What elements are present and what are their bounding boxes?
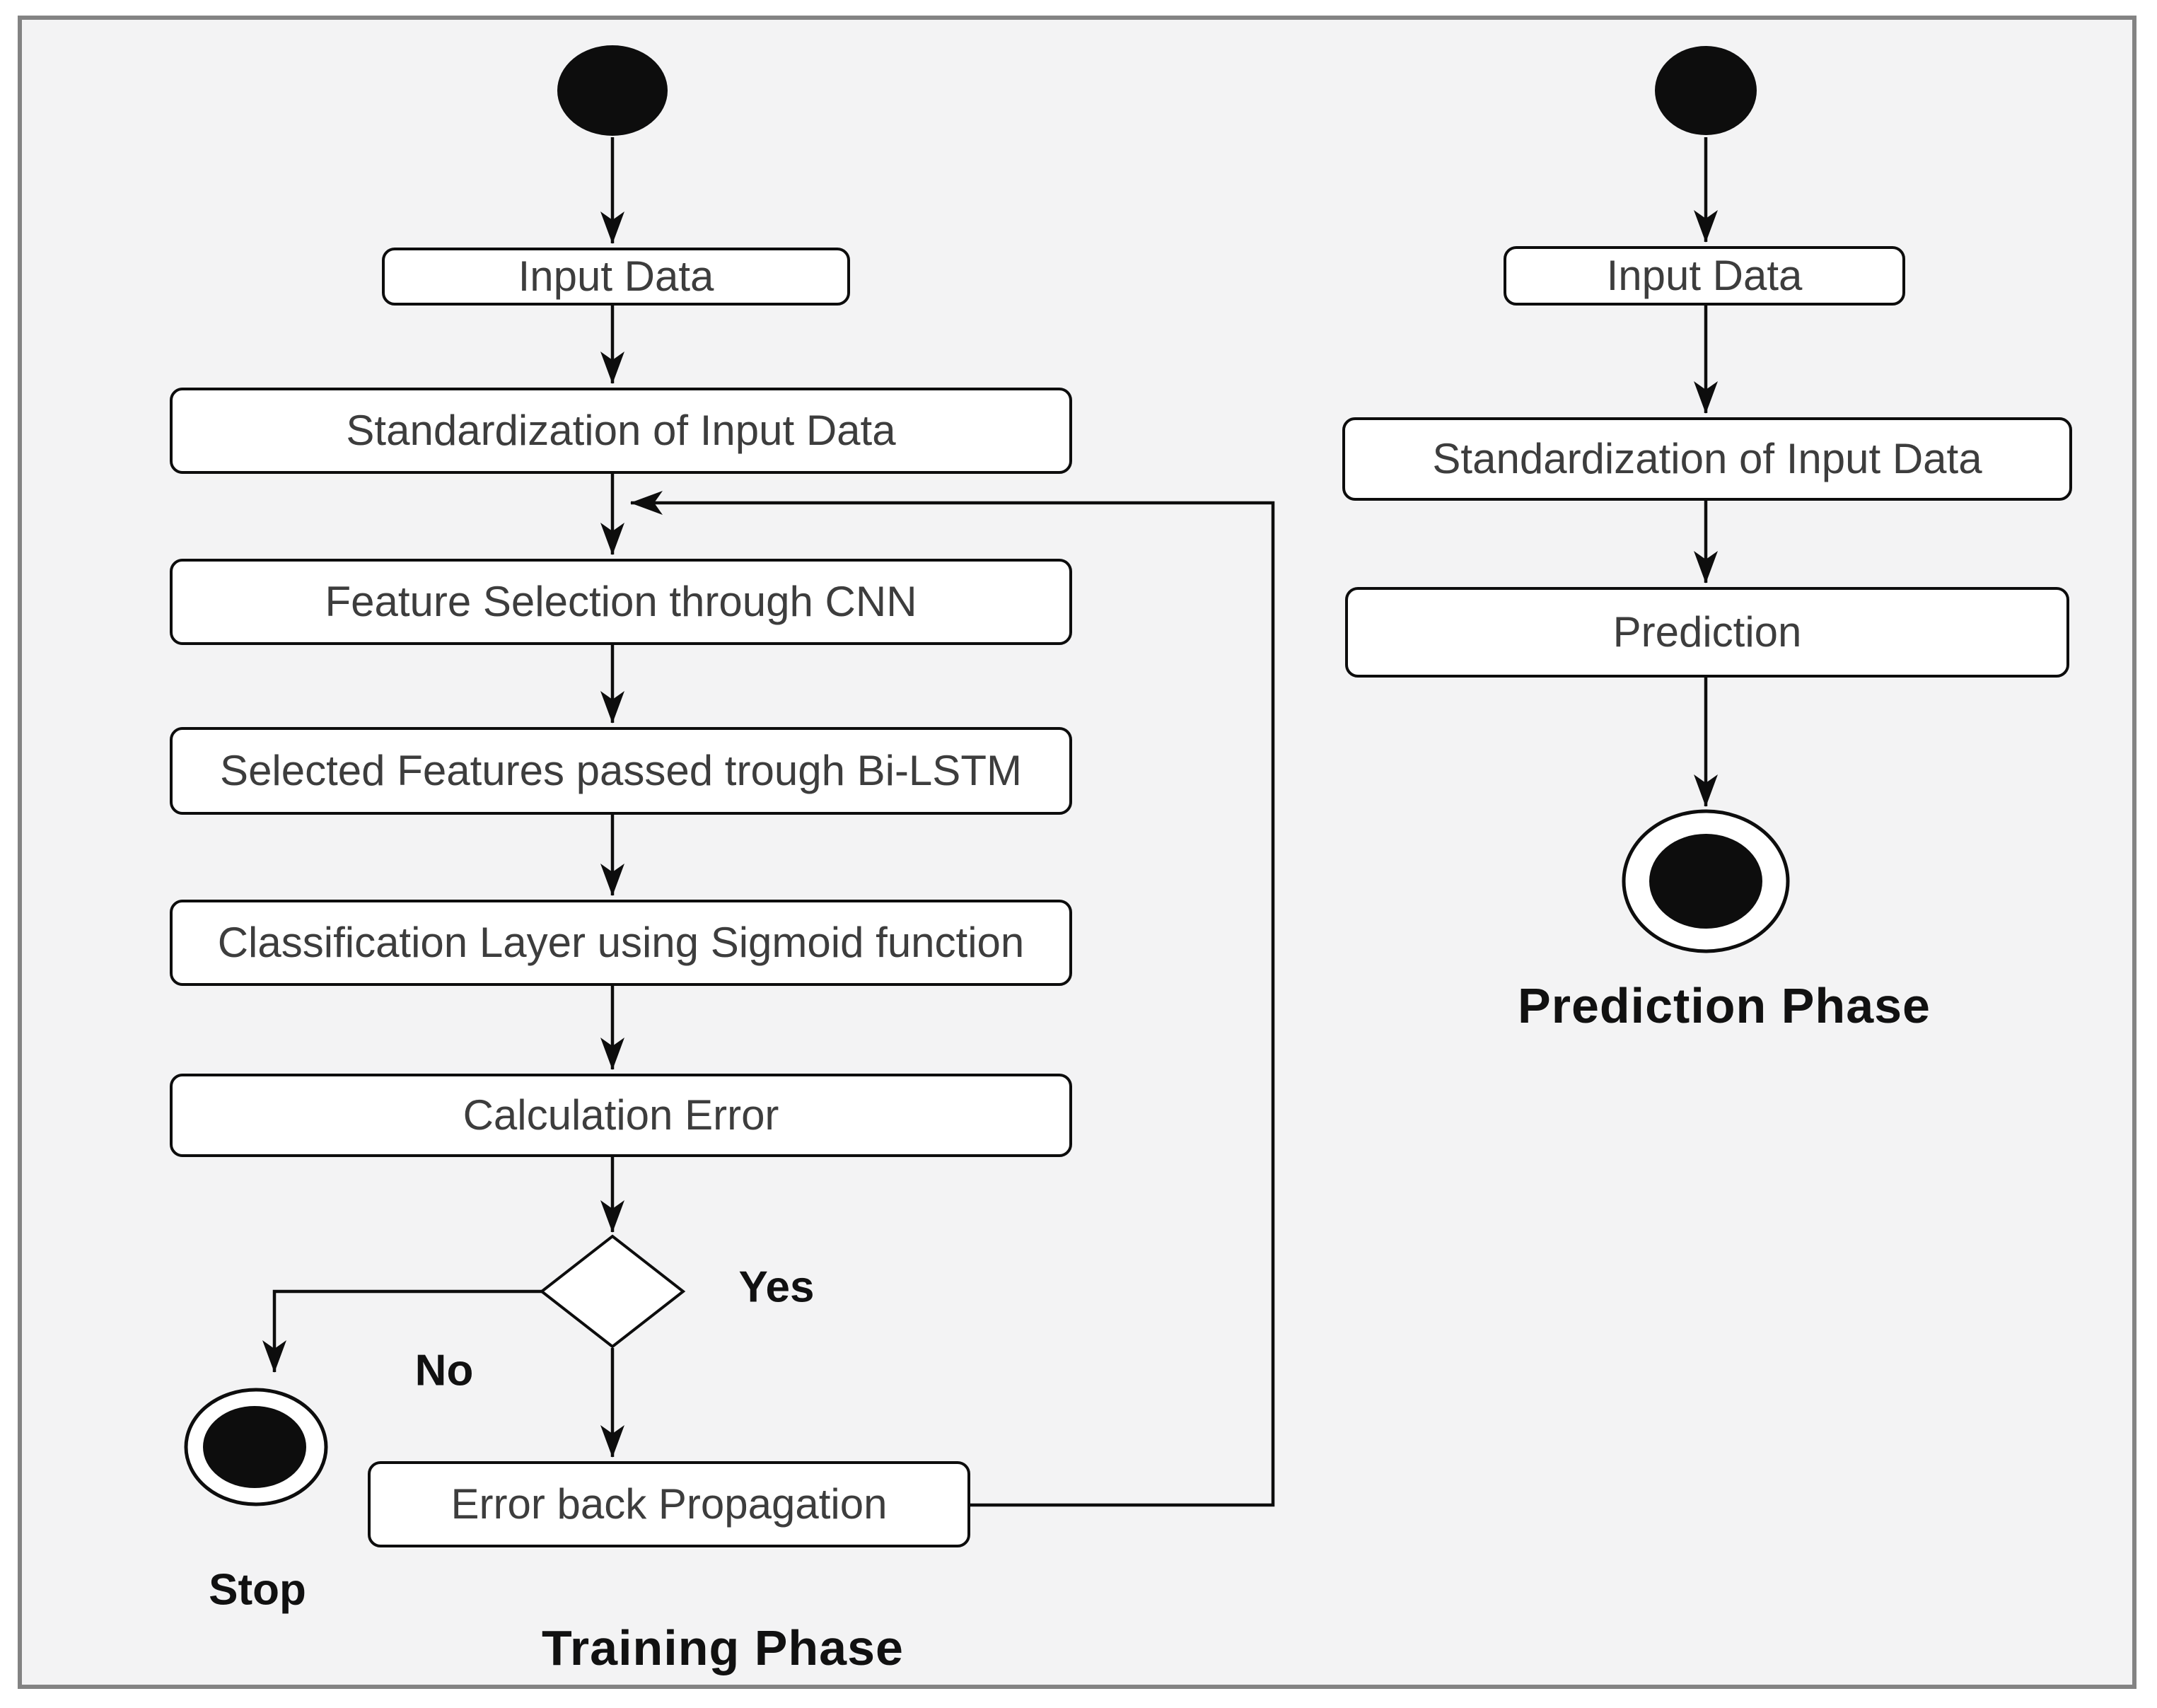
prediction-phase-label: Prediction Phase bbox=[1518, 978, 1931, 1033]
activity-node-prediction-input: Input Data bbox=[1504, 246, 1905, 306]
activity-node-training-input: Input Data bbox=[382, 248, 850, 306]
decision-label-no: No bbox=[414, 1346, 474, 1395]
stop-label: Stop bbox=[209, 1565, 306, 1615]
prediction-start-node-icon bbox=[1655, 46, 1757, 135]
activity-node-bilstm: Selected Features passed trough Bi-LSTM bbox=[170, 727, 1072, 815]
stop-node-inner-icon bbox=[203, 1406, 306, 1488]
activity-node-training-standardization: Standardization of Input Data bbox=[170, 388, 1072, 474]
training-phase-label: Training Phase bbox=[542, 1620, 904, 1675]
activity-node-feature-selection: Feature Selection through CNN bbox=[170, 559, 1072, 645]
training-start-node-icon bbox=[557, 45, 668, 136]
activity-node-prediction-standardization: Standardization of Input Data bbox=[1342, 417, 2072, 501]
decision-label-yes: Yes bbox=[738, 1262, 815, 1312]
activity-node-error-backprop: Error back Propagation bbox=[368, 1461, 970, 1547]
activity-node-prediction: Prediction bbox=[1345, 587, 2069, 678]
activity-node-classification: Classification Layer using Sigmoid funct… bbox=[170, 900, 1072, 986]
activity-node-calculation-error: Calculation Error bbox=[170, 1074, 1072, 1157]
connector-decision-no-to-stop bbox=[262, 1289, 542, 1373]
decision-diamond bbox=[539, 1234, 686, 1349]
connector-backprop-feedback-loop bbox=[630, 491, 1275, 1507]
prediction-end-node-inner-icon bbox=[1649, 834, 1762, 929]
